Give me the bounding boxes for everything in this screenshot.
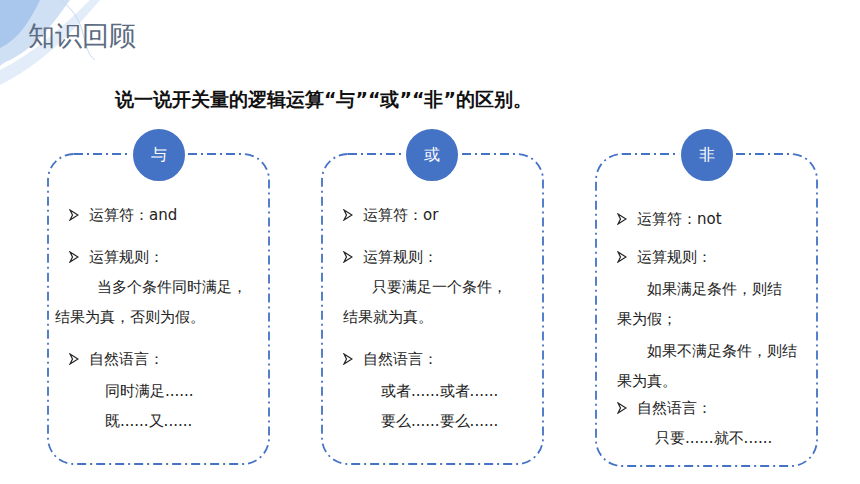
bullet-text: 自然语言： — [637, 393, 807, 423]
bullet-text: 运算规则： — [637, 242, 807, 272]
logic-card: 运算符：or 运算规则：只要满足一个条件，结果就为真。自然语言：或者......或… — [321, 153, 544, 465]
body-text: 要么......要么...... — [381, 406, 531, 436]
bullet-text: 自然语言： — [89, 344, 259, 374]
bullet-arrow — [69, 353, 79, 365]
bullet-text: 运算符：not — [637, 204, 807, 234]
body-text: 或者......或者...... — [381, 376, 531, 406]
bullet-text: 运算符：and — [89, 200, 259, 230]
body-text: 同时满足...... — [105, 376, 255, 406]
body-text: 只要......就不...... — [655, 423, 805, 453]
bullet-text: 自然语言： — [363, 344, 533, 374]
bullet-arrow — [343, 353, 353, 365]
bullet-arrow — [343, 251, 353, 263]
body-text: 既......又...... — [105, 406, 255, 436]
bullet-text: 运算规则： — [363, 242, 533, 272]
circle-label: 非 — [678, 126, 736, 184]
circle-label: 与 — [130, 126, 188, 184]
bullet-arrow — [343, 209, 353, 221]
logic-card: 运算符：and 运算规则：当多个条件同时满足，结果为真，否则为假。自然语言：同时满… — [47, 153, 270, 465]
bullet-text: 运算规则： — [89, 242, 259, 272]
bullet-arrow — [617, 213, 627, 225]
logic-card: 运算符：not 运算规则：如果满足条件，则结果为假；如果不满足条件，则结果为真。自… — [595, 153, 818, 467]
body-text: 当多个条件同时满足，结果为真，否则为假。 — [55, 272, 255, 332]
body-text: 如果满足条件，则结果为假； — [617, 274, 787, 334]
header-circle: 或 — [403, 126, 461, 184]
bullet-arrow — [617, 402, 627, 414]
bullet-arrow — [617, 251, 627, 263]
header-circle: 非 — [678, 126, 736, 184]
circle-label: 或 — [403, 126, 461, 184]
bullet-arrow — [69, 209, 79, 221]
body-text: 只要满足一个条件，结果就为真。 — [343, 272, 513, 332]
header-circle: 与 — [130, 126, 188, 184]
slide-title: 知识回顾 — [28, 16, 136, 56]
body-text: 如果不满足条件，则结果为真。 — [617, 336, 797, 396]
bullet-arrow — [69, 251, 79, 263]
prompt-text: 说一说开关量的逻辑运算“与”“或”“非”的区别。 — [115, 84, 532, 114]
bullet-text: 运算符：or — [363, 200, 533, 230]
